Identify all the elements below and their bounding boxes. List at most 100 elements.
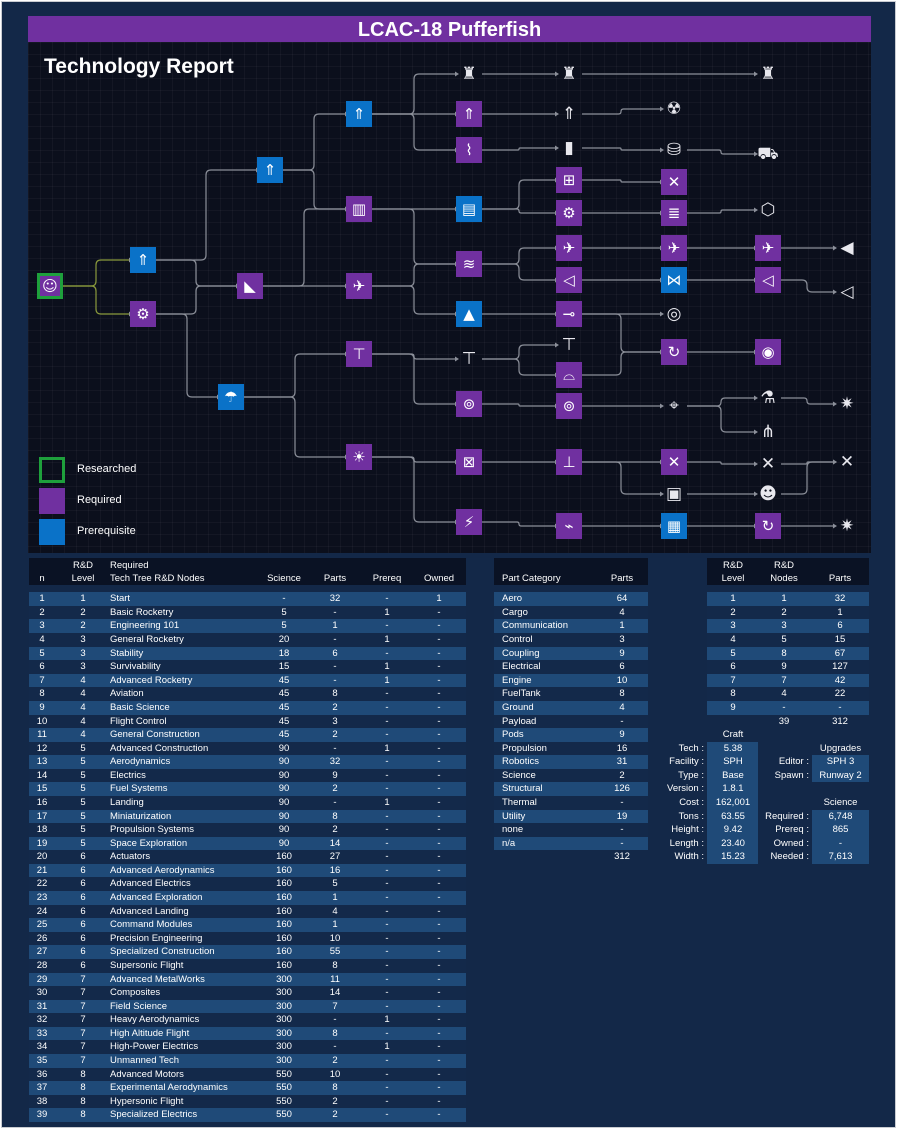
tech-node-required[interactable]: ⊚ bbox=[556, 393, 582, 419]
cell-parts: - bbox=[620, 837, 624, 849]
tech-node-other[interactable]: ☻ bbox=[755, 481, 781, 507]
tech-node-other[interactable]: ▣ bbox=[661, 481, 687, 507]
level-row bbox=[707, 605, 869, 620]
tech-node-other[interactable]: ▮ bbox=[556, 135, 582, 161]
tech-node-required[interactable]: ⌁ bbox=[556, 513, 582, 539]
cell-prereq: - bbox=[385, 1055, 389, 1066]
tech-node-prerequisite[interactable]: ☂ bbox=[218, 384, 244, 410]
edge-f2-g2 bbox=[582, 147, 660, 151]
tech-node-researched[interactable]: ☺ bbox=[37, 273, 63, 299]
tech-node-required[interactable]: ✈ bbox=[556, 235, 582, 261]
tech-node-required[interactable]: ◁ bbox=[556, 267, 582, 293]
tech-node-prerequisite[interactable]: ▦ bbox=[661, 513, 687, 539]
cell-category: Payload bbox=[502, 715, 537, 727]
cell-category: Cargo bbox=[502, 606, 528, 618]
cell-level: 4 bbox=[80, 701, 86, 713]
tech-node-required[interactable]: ⌇ bbox=[456, 137, 482, 163]
tech-node-other[interactable]: ⛁ bbox=[661, 137, 687, 163]
rover-icon: ⛟ bbox=[757, 144, 779, 164]
tech-node-other[interactable]: ◁ bbox=[834, 279, 860, 305]
craft-title: Craft bbox=[722, 729, 744, 741]
cell-category: FuelTank bbox=[502, 688, 541, 700]
edge-arrow-icon bbox=[754, 491, 758, 497]
tech-node-other[interactable]: ⇑ bbox=[556, 101, 582, 127]
cell-parts: 6 bbox=[837, 620, 843, 632]
tech-node-required[interactable]: ▥ bbox=[346, 196, 372, 222]
tech-node-other[interactable]: ⚗ bbox=[755, 385, 781, 411]
tech-node-prerequisite[interactable]: ⇑ bbox=[257, 157, 283, 183]
cell-nodes: - bbox=[782, 701, 786, 713]
tech-node-required[interactable]: ≋ bbox=[456, 251, 482, 277]
cell-nodes: 3 bbox=[781, 620, 787, 632]
tech-node-other[interactable]: ✷ bbox=[834, 391, 860, 417]
tech-node-required[interactable]: ✈ bbox=[346, 273, 372, 299]
cell-prereq: 1 bbox=[384, 661, 390, 673]
tech-node-prerequisite[interactable]: ⇑ bbox=[346, 101, 372, 127]
tech-node-other[interactable]: ♜ bbox=[456, 61, 482, 87]
table-row bbox=[29, 863, 466, 878]
tech-node-other[interactable]: ⊤ bbox=[556, 332, 582, 358]
tech-node-required[interactable]: ⚙ bbox=[556, 200, 582, 226]
edge-e7-f10 bbox=[482, 403, 555, 407]
tank-icon: ⛁ bbox=[666, 140, 682, 160]
tech-node-other[interactable]: ♜ bbox=[556, 61, 582, 87]
tech-node-other[interactable]: ⌖ bbox=[661, 393, 687, 419]
tech-node-required[interactable]: ↻ bbox=[755, 513, 781, 539]
tech-node-other[interactable]: ⋔ bbox=[755, 419, 781, 445]
tech-node-required[interactable]: ⚙ bbox=[130, 301, 156, 327]
tech-node-required[interactable]: ⇑ bbox=[456, 101, 482, 127]
tech-node-other[interactable]: ⊤ bbox=[456, 346, 482, 372]
craft-value: 9.42 bbox=[723, 824, 743, 836]
tech-node-required[interactable]: ⚡ bbox=[456, 509, 482, 535]
tech-node-other[interactable]: ♜ bbox=[755, 61, 781, 87]
tech-node-required[interactable]: ↻ bbox=[661, 339, 687, 365]
edge-d4-e7 bbox=[372, 353, 455, 405]
tech-node-required[interactable]: ⊥ bbox=[556, 449, 582, 475]
tech-node-prerequisite[interactable]: ▤ bbox=[456, 196, 482, 222]
tech-node-required[interactable]: ⊤ bbox=[346, 341, 372, 367]
tech-node-other[interactable]: ✕ bbox=[834, 449, 860, 475]
tech-node-required[interactable]: ◣ bbox=[237, 273, 263, 299]
cell-name: Aviation bbox=[110, 688, 144, 700]
tech-node-required[interactable]: ✕ bbox=[661, 449, 687, 475]
tech-node-required[interactable]: ◁ bbox=[755, 267, 781, 293]
tech-node-other[interactable]: ☢ bbox=[661, 96, 687, 122]
tech-node-prerequisite[interactable]: ⇑ bbox=[130, 247, 156, 273]
parachute-icon: ☂ bbox=[224, 388, 238, 406]
tech-node-prerequisite[interactable]: ⋈ bbox=[661, 267, 687, 293]
tech-node-other[interactable]: ✕ bbox=[755, 451, 781, 477]
tech-node-prerequisite[interactable]: ▲ bbox=[456, 301, 482, 327]
tech-node-other[interactable]: ◀ bbox=[834, 235, 860, 261]
cell-name: Advanced Rocketry bbox=[110, 674, 193, 686]
cell-owned: - bbox=[437, 674, 441, 686]
tech-node-required[interactable]: ⊞ bbox=[556, 167, 582, 193]
tech-node-required[interactable]: ⊸ bbox=[556, 301, 582, 327]
table-row bbox=[29, 999, 466, 1014]
cell-parts: 10 bbox=[616, 674, 628, 686]
tech-node-required[interactable]: ≣ bbox=[661, 200, 687, 226]
tech-node-required[interactable]: ✕ bbox=[661, 169, 687, 195]
category-row bbox=[494, 605, 648, 620]
tech-node-required[interactable]: ✈ bbox=[755, 235, 781, 261]
tech-node-other[interactable]: ✷ bbox=[834, 513, 860, 539]
tech-node-other[interactable]: ◎ bbox=[661, 301, 687, 327]
cell-science: 45 bbox=[278, 715, 290, 727]
cell-parts: - bbox=[333, 661, 337, 673]
tech-node-required[interactable]: ⊠ bbox=[456, 449, 482, 475]
edge-h6-i3 bbox=[781, 397, 833, 405]
tech-node-required[interactable]: ◉ bbox=[755, 339, 781, 365]
tech-node-required[interactable]: ⊚ bbox=[456, 391, 482, 417]
tech-node-required[interactable]: ☀ bbox=[346, 444, 372, 470]
tech-node-required[interactable]: ⌓ bbox=[556, 362, 582, 388]
cell-prereq: - bbox=[385, 959, 389, 971]
tech-node-other[interactable]: ⬡ bbox=[755, 197, 781, 223]
table-row bbox=[29, 972, 466, 987]
edge-e6-f9 bbox=[482, 358, 555, 376]
edge-d3-e5 bbox=[372, 285, 455, 315]
cell-prereq: - bbox=[385, 1095, 389, 1107]
tech-node-other[interactable]: ⛟ bbox=[755, 141, 781, 167]
table-row bbox=[29, 1067, 466, 1082]
starburst-icon: ✷ bbox=[839, 516, 855, 536]
cell-parts: 22 bbox=[834, 688, 846, 700]
tech-node-required[interactable]: ✈ bbox=[661, 235, 687, 261]
